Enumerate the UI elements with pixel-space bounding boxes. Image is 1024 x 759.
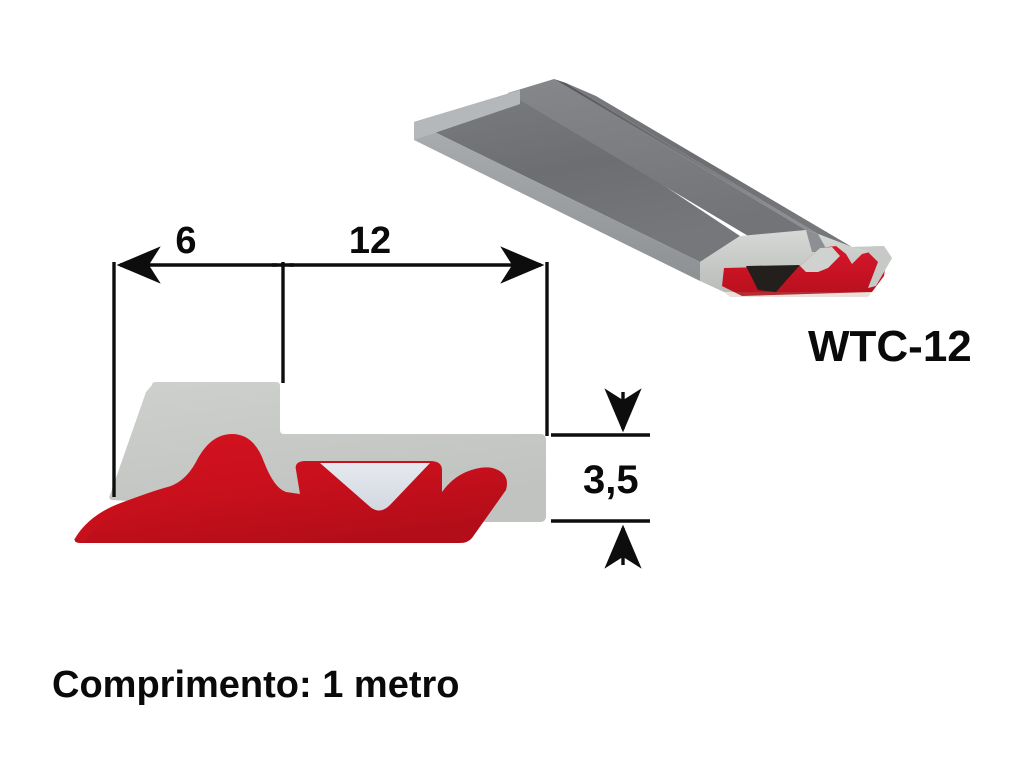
render-end-v-notch <box>746 265 800 292</box>
render-end-ridge <box>800 247 840 272</box>
cross-section-v-valley <box>320 463 430 511</box>
dimension-label-12: 12 <box>349 220 391 262</box>
dimension-label-3-5: 3,5 <box>583 458 639 502</box>
render-left-end-cap <box>414 90 520 140</box>
profile-3d-render <box>414 79 892 297</box>
render-end-bottom-shadow <box>724 292 872 297</box>
render-left-side-face <box>414 122 700 281</box>
cross-section-red-tail <box>74 505 124 542</box>
render-groove-face <box>554 79 818 234</box>
cross-section-adhesive <box>74 434 507 543</box>
render-outer-lip-top <box>566 83 852 247</box>
render-end-groove-opening <box>806 230 828 252</box>
horizontal-dimension-group: 6 12 <box>112 220 549 497</box>
part-code-label: WTC-12 <box>808 322 972 371</box>
render-lower-top-face <box>414 90 740 262</box>
render-rib-top-face <box>508 79 806 243</box>
length-note-label: Comprimento: 1 metro <box>52 664 459 706</box>
render-end-right-bevel <box>852 246 892 288</box>
profile-cross-section <box>74 382 546 543</box>
vertical-dimension-group: 3,5 <box>551 388 650 569</box>
render-end-face <box>700 230 892 297</box>
dimension-label-6: 6 <box>175 220 196 262</box>
